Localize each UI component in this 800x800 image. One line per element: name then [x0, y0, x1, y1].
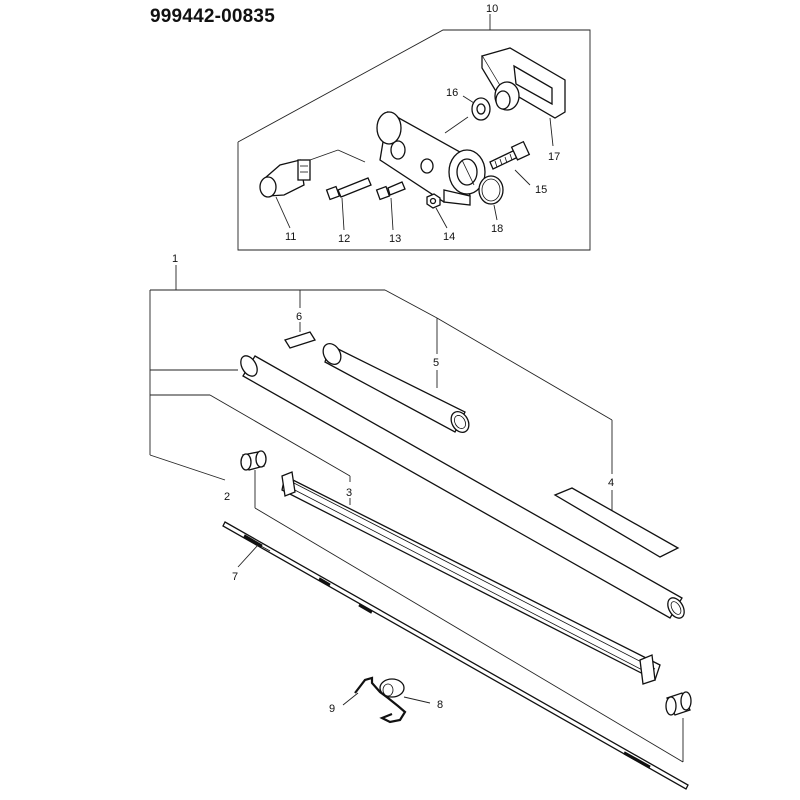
callout-18: 18 [491, 223, 503, 235]
callout-3: 3 [346, 487, 352, 499]
leader-2-long [254, 507, 684, 763]
callout-11: 11 [285, 231, 296, 243]
bushing-part-bottom [665, 691, 692, 716]
callout-13: 13 [389, 233, 401, 245]
callout-1: 1 [172, 253, 178, 265]
outer-tube-part-4 [240, 355, 685, 619]
decal-sticker [553, 487, 680, 558]
leader-12 [341, 197, 345, 231]
leader-17 [549, 117, 554, 147]
leader-9 [342, 692, 359, 706]
callout-8: 8 [437, 699, 443, 711]
callout-14: 14 [443, 231, 455, 243]
screw-part-13 [375, 181, 406, 201]
clamp-body [376, 110, 486, 206]
callout-16: 16 [446, 87, 458, 99]
leader-8 [403, 696, 431, 704]
hanger-hook-part-8 [379, 678, 405, 698]
bolt-part-15 [489, 140, 531, 170]
spring-clip-part-9 [354, 676, 407, 724]
callout-10: 10 [486, 3, 498, 15]
callout-5: 5 [433, 357, 439, 369]
assembly-10-frame [237, 29, 591, 251]
grip-tube-part-5 [322, 343, 470, 433]
handle-bracket-assembly-group [237, 14, 591, 251]
bolt-part-12 [325, 177, 372, 201]
shaft-liner-part-3 [281, 471, 661, 685]
leader-14 [435, 207, 448, 229]
leader-3 [209, 394, 351, 477]
leader-16 [462, 95, 475, 104]
callout-9: 9 [329, 703, 335, 715]
leader-11 [275, 196, 291, 229]
leader-clamp-to-washer [444, 116, 469, 134]
leader-4 [436, 317, 613, 421]
bushing-part-top [240, 450, 267, 471]
callout-15: 15 [535, 184, 547, 196]
diagram-part-number: 999442-00835 [150, 6, 275, 27]
leader-13 [390, 197, 394, 231]
callout-6: 6 [296, 311, 302, 323]
callout-7: 7 [232, 571, 238, 583]
leader-18 [493, 204, 498, 221]
leader-15 [514, 169, 531, 186]
callout-2: 2 [224, 491, 230, 503]
nut-part-14 [426, 193, 441, 209]
handle-grip-part-17 [481, 47, 566, 119]
callout-12: 12 [338, 233, 350, 245]
callout-4: 4 [608, 477, 614, 489]
drive-shaft-part-7 [222, 521, 689, 790]
leader-7 [237, 544, 259, 568]
washer-part-16 [471, 97, 491, 121]
o-ring-part-18 [478, 175, 504, 205]
shaft-assembly-bracket-1 [149, 265, 385, 481]
leader-11-to-clamp [309, 149, 339, 161]
label-part-6 [284, 290, 316, 349]
callout-17: 17 [548, 151, 560, 163]
leader-5-top [384, 289, 438, 319]
knob-part-11 [259, 159, 311, 198]
